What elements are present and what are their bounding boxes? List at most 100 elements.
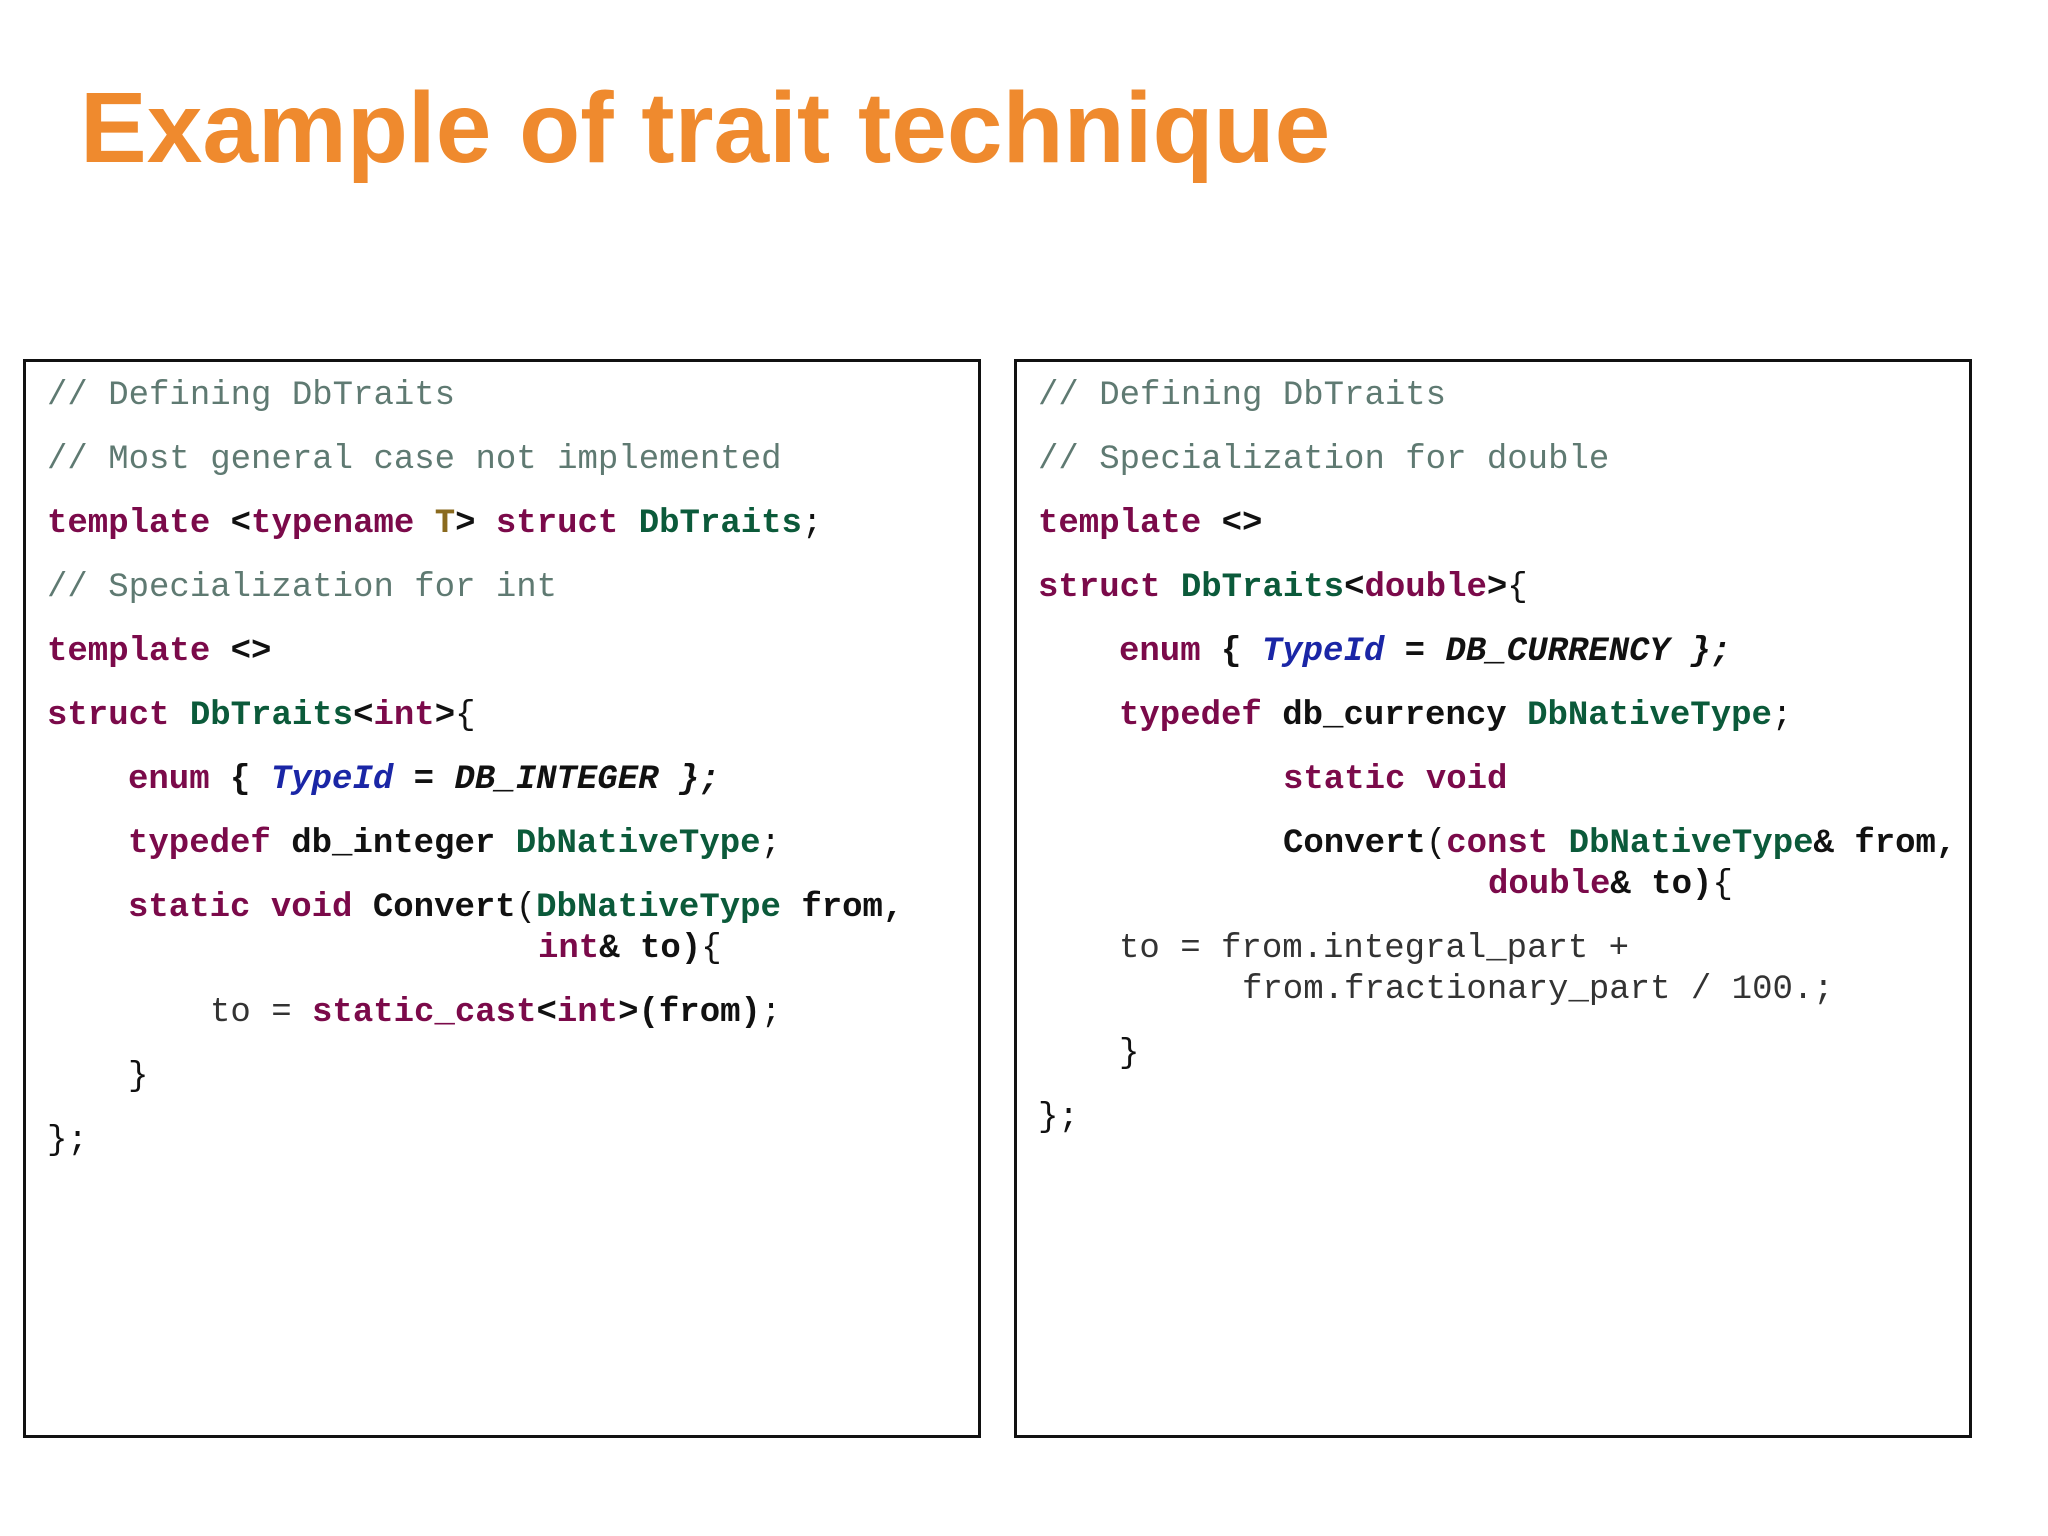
enum-constant: DB_INTEGER xyxy=(454,761,659,799)
code-space xyxy=(476,505,496,543)
function-name: Convert xyxy=(1283,825,1426,863)
code-punct: } xyxy=(128,1058,149,1096)
code-punct: { xyxy=(701,930,722,968)
code-line-convert-body: to = from.integral_part + xyxy=(1119,927,1629,971)
code-line-static-void: static void xyxy=(1283,758,1507,802)
code-punct: ; xyxy=(760,825,781,863)
code-space xyxy=(495,825,515,863)
code-punct: < xyxy=(353,697,374,735)
code-punct: ( xyxy=(1425,825,1447,863)
code-punct: > xyxy=(1486,569,1508,607)
parameter-name: from xyxy=(1854,825,1936,863)
keyword-double: double xyxy=(1364,569,1487,607)
code-line-typedef: typedef db_integer DbNativeType; xyxy=(128,822,781,866)
code-line-convert-signature-cont: double& to){ xyxy=(1488,863,1733,907)
code-punct: < xyxy=(210,505,252,543)
code-line-convert-signature: Convert(const DbNativeType& from, xyxy=(1283,822,1956,866)
keyword-enum: enum xyxy=(1119,633,1201,671)
slide-title: Example of trait technique xyxy=(80,72,1331,184)
type-name: DbNativeType xyxy=(1527,697,1772,735)
code-line-close-brace: } xyxy=(128,1055,148,1099)
code-line-enum: enum { TypeId = DB_CURRENCY }; xyxy=(1119,630,1731,674)
code-line-comment: // Specialization for int xyxy=(47,566,557,610)
code-punct: , xyxy=(1935,825,1957,863)
code-line-typedef: typedef db_currency DbNativeType; xyxy=(1119,694,1792,738)
code-line-enum: enum { TypeId = DB_INTEGER }; xyxy=(128,758,720,802)
code-punct: }; xyxy=(1038,1099,1079,1137)
code-line-convert-body-cont: from.fractionary_part / 100.; xyxy=(1242,968,1834,1012)
code-space xyxy=(414,505,434,543)
code-punct: & xyxy=(599,930,620,968)
code-punct: = xyxy=(393,761,455,799)
enum-constant: DB_CURRENCY xyxy=(1445,633,1670,671)
code-space xyxy=(1507,697,1527,735)
code-line-comment: // Most general case not implemented xyxy=(47,438,782,482)
enum-identifier: TypeId xyxy=(1261,633,1385,671)
code-statement: to = xyxy=(210,994,313,1032)
code-punct: <> xyxy=(1201,505,1263,543)
identifier: db_currency xyxy=(1282,697,1507,735)
code-space xyxy=(1834,825,1854,863)
code-punct: }; xyxy=(47,1122,88,1160)
code-space xyxy=(1262,697,1282,735)
code-line-template-specialization: template <> xyxy=(47,630,271,674)
code-space xyxy=(781,889,801,927)
code-punct: ; xyxy=(801,505,823,543)
keyword-typedef: typedef xyxy=(1119,697,1262,735)
code-punct: } xyxy=(1119,1035,1140,1073)
code-line-struct-header: struct DbTraits<int>{ xyxy=(47,694,476,738)
code-line-template-declaration: template <typename T> struct DbTraits; xyxy=(47,502,822,546)
code-space xyxy=(271,825,291,863)
code-expression: (from) xyxy=(638,994,761,1032)
code-punct: ; xyxy=(1771,697,1793,735)
code-space xyxy=(169,697,189,735)
code-punct: > xyxy=(434,697,456,735)
type-name: DbNativeType xyxy=(1568,825,1814,863)
keyword-int: int xyxy=(538,930,600,968)
code-space xyxy=(618,505,638,543)
code-space xyxy=(352,889,372,927)
code-space xyxy=(1548,825,1568,863)
code-punct: { xyxy=(1507,569,1528,607)
code-punct: ) xyxy=(680,930,702,968)
type-name: DbTraits xyxy=(638,505,802,543)
code-punct: = xyxy=(1384,633,1446,671)
code-line-convert-signature-cont: int& to){ xyxy=(538,927,722,971)
code-punct: <> xyxy=(210,633,272,671)
code-punct: & xyxy=(1610,866,1631,904)
code-panel-left: // Defining DbTraits // Most general cas… xyxy=(23,359,981,1438)
code-punct: { xyxy=(1200,633,1262,671)
code-line-comment: // Defining DbTraits xyxy=(47,374,455,418)
keyword-static: static xyxy=(128,889,251,927)
keyword-int: int xyxy=(556,994,619,1032)
keyword-int: int xyxy=(373,697,435,735)
keyword-void: void xyxy=(270,889,353,927)
code-line-struct-header: struct DbTraits<double>{ xyxy=(1038,566,1528,610)
parameter-name: from xyxy=(801,889,883,927)
keyword-template: template xyxy=(1038,505,1202,543)
keyword-struct: struct xyxy=(495,505,619,543)
code-punct: { xyxy=(455,697,476,735)
type-name: DbNativeType xyxy=(515,825,761,863)
code-space xyxy=(1160,569,1180,607)
code-punct: { xyxy=(1712,866,1733,904)
code-comment: // Specialization for int xyxy=(47,569,558,607)
code-line-close-struct: }; xyxy=(47,1119,88,1163)
function-name: Convert xyxy=(372,889,516,927)
code-punct: > xyxy=(455,505,476,543)
keyword-static: static xyxy=(1283,761,1406,799)
code-space xyxy=(1405,761,1425,799)
code-punct: > xyxy=(618,994,639,1032)
code-comment: // Most general case not implemented xyxy=(47,441,782,479)
keyword-enum: enum xyxy=(128,761,210,799)
code-punct: { xyxy=(209,761,271,799)
code-space xyxy=(1631,866,1651,904)
code-punct: ; xyxy=(760,994,782,1032)
code-panel-right: // Defining DbTraits // Specialization f… xyxy=(1014,359,1972,1438)
code-punct: , xyxy=(882,889,904,927)
type-name: DbTraits xyxy=(1180,569,1345,607)
code-statement: to = from.integral_part + xyxy=(1119,930,1630,968)
keyword-typename: typename xyxy=(251,505,415,543)
keyword-void: void xyxy=(1425,761,1508,799)
code-line-comment: // Specialization for double xyxy=(1038,438,1609,482)
